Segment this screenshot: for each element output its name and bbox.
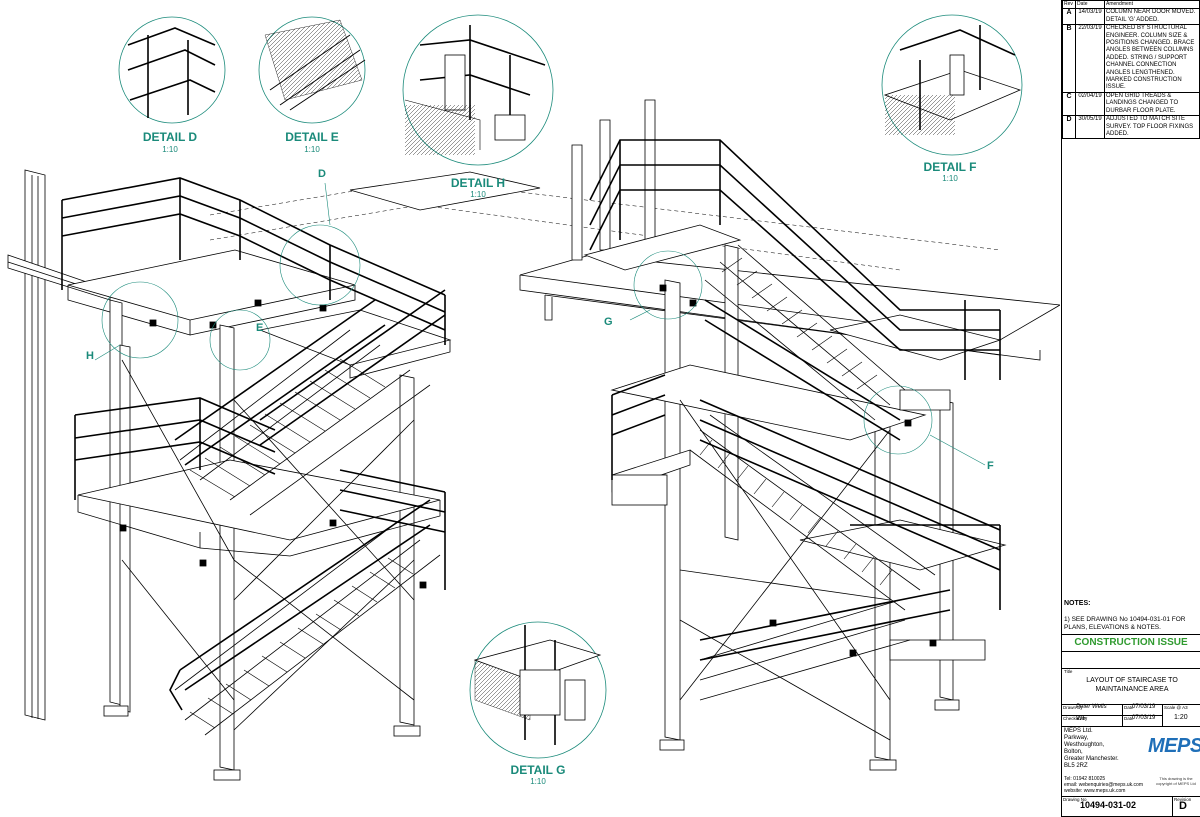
company-address: MEPS Ltd. Parkway, Westhoughton, Bolton,… [1064,728,1134,770]
rev-header: Rev [1062,0,1076,10]
revision-row: D 30/05/19 ADJUSTED TO MATCH SITE SURVEY… [1062,115,1200,140]
detail-circle-f [881,14,1023,156]
detail-e-scale: 1:10 [304,145,320,154]
checked-by-value: WF [1076,715,1087,722]
address-line: Westhoughton, [1064,742,1105,748]
copyright-notice: This drawing is the copyright of MEPS Lt… [1156,776,1196,786]
telephone: Tel: 01942 810025 [1064,776,1106,782]
date-value: 07/03/19 [1132,715,1156,721]
detail-circle-g [469,621,607,759]
detail-circle-d [118,16,226,124]
date-label: Date [1124,716,1134,721]
callout-d: D [318,168,326,180]
address-line: Parkway, [1064,735,1089,741]
detail-h-label: DETAIL H [450,176,506,190]
callout-h: H [86,350,94,362]
construction-issue-banner: CONSTRUCTION ISSUE [1062,634,1200,652]
address-line: BL5 2RZ [1064,763,1088,769]
left-staircase [7,169,1001,781]
revision-row: C 02/04/19 OPEN GRID TREADS & LANDINGS C… [1062,91,1200,117]
right-staircase [519,99,1060,771]
scale-value: 1:20 [1174,714,1188,721]
callout-e: E [256,322,264,334]
rev-letter: D [1062,115,1076,140]
company-contact: Tel: 01942 810025 email: webenquiries@me… [1064,776,1150,794]
rev-letter: C [1062,91,1076,117]
address-line: Greater Manchester. [1064,756,1119,762]
date-label: Date [1124,705,1134,710]
meps-logo: MEPS [1148,735,1200,757]
callout-f: F [987,460,994,472]
rev-desc: COLUMN NEAR DOOR MOVED. DETAIL 'G' ADDED… [1104,8,1200,26]
detail-d-label: DETAIL D [142,130,198,144]
detail-h-scale: 1:10 [470,190,486,199]
detail-f-label: DETAIL F [923,160,977,174]
revision-value: D [1179,800,1187,812]
revision-row: A 14/03/19 COLUMN NEAR DOOR MOVED. DETAI… [1062,8,1200,26]
detail-circle-h [402,14,554,166]
drawing-number: 10494-031-02 [1080,800,1137,810]
rev-date: 22/03/19 [1075,24,1105,93]
date-value: 07/03/19 [1132,704,1156,710]
rev-desc: CHECKED BY STRUCTURAL ENGINEER. COLUMN S… [1104,24,1200,93]
detail-d-scale: 1:10 [162,145,178,154]
detail-e-label: DETAIL E [285,130,339,144]
drawn-by-value: Peter Wells [1076,704,1107,710]
title-block: Rev Date Amendment A 14/03/19 COLUMN NEA… [1061,0,1200,817]
detail-circle-e [258,16,366,124]
callout-g: G [604,316,613,328]
detail-g-scale: 1:10 [530,777,546,786]
rev-letter: A [1062,8,1076,26]
revision-table: Rev Date Amendment A 14/03/19 COLUMN NEA… [1062,0,1200,140]
rev-date: 14/03/19 [1075,8,1105,26]
amendment-header: Amendment [1104,0,1200,10]
address-line: Bolton, [1064,749,1083,755]
checked-by-label: Checked By [1063,716,1088,721]
rev-letter: B [1062,24,1076,93]
notes-title: NOTES: [1064,600,1091,607]
company-name: MEPS Ltd. [1064,728,1093,734]
drawing-no-label: Drawing No [1063,797,1087,802]
rev-desc: ADJUSTED TO MATCH SITE SURVEY. TOP FLOOR… [1104,115,1200,140]
date-header: Date [1075,0,1105,10]
note-item: 1) SEE DRAWING No 10494-031-01 FOR PLANS… [1064,616,1186,631]
website: website: www.meps.uk.com [1064,788,1126,794]
email: email: webenquiries@meps.uk.com [1064,782,1143,788]
rev-date: 02/04/19 [1075,91,1105,117]
revision-label: Revision [1174,797,1192,802]
isometric-staircase-drawing [7,14,1060,781]
scale-label: Scale @ A3 [1164,705,1188,710]
title-label: Title [1064,669,1073,674]
rev-date: 30/05/19 [1075,115,1105,140]
revision-row: B 22/03/19 CHECKED BY STRUCTURAL ENGINEE… [1062,24,1200,93]
drawing-title: LAYOUT OF STAIRCASE TO MAINTAINANCE AREA [1086,677,1178,693]
drawn-by-label: Drawn By [1063,705,1083,710]
rev-desc: OPEN GRID TREADS & LANDINGS CHANGED TO D… [1104,91,1200,117]
detail-f-scale: 1:10 [942,174,958,183]
detail-g-label: DETAIL G [510,763,566,777]
